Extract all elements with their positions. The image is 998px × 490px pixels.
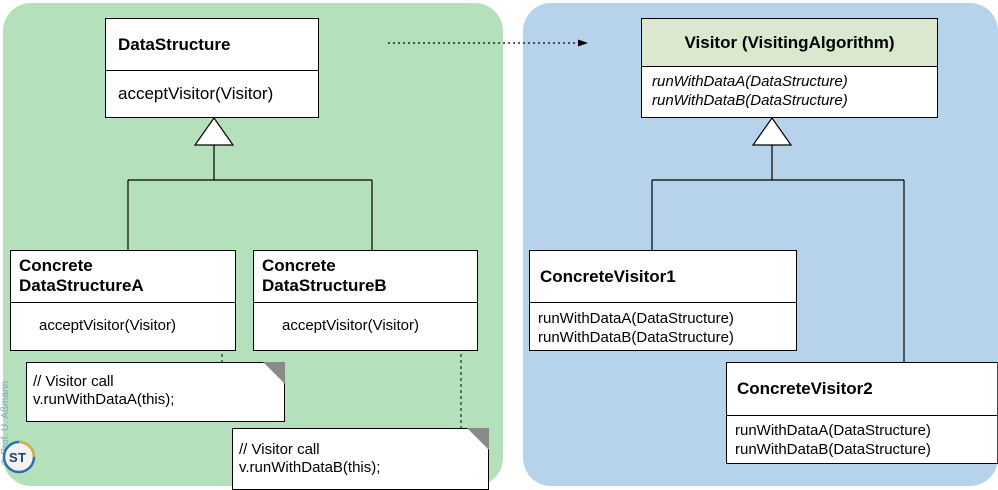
note-visitor-call-b: // Visitor call v.runWithDataB(this); [232,428,489,490]
note-fold-icon [263,362,285,384]
datastructure-method: acceptVisitor(Visitor) [118,84,274,103]
note-b-line2: v.runWithDataB(this); [239,459,381,476]
concrete-visitor1-class: ConcreteVisitor1 runWithDataA(DataStruct… [529,250,797,351]
note-b-line1: // Visitor call [239,441,320,458]
visitor-method-b: runWithDataB(DataStructure) [652,92,848,109]
concrete-datastructure-b-class: Concrete DataStructureB acceptVisitor(Vi… [253,250,478,351]
concrete-visitor2-method-b: runWithDataB(DataStructure) [735,441,931,458]
concrete-datastructure-a-class: Concrete DataStructureA acceptVisitor(Vi… [10,250,236,351]
concrete-visitor2-title: ConcreteVisitor2 [737,379,873,398]
university-logo-icon: S T [2,440,36,474]
visitor-class: Visitor (VisitingAlgorithm) runWithDataA… [641,18,938,118]
concrete-a-method: acceptVisitor(Visitor) [39,317,176,334]
visitor-method-a: runWithDataA(DataStructure) [652,73,848,90]
concrete-visitor1-title: ConcreteVisitor1 [540,266,676,286]
datastructure-class: DataStructure acceptVisitor(Visitor) [105,18,319,118]
datastructure-title: DataStructure [118,34,231,54]
concrete-b-title-line1: Concrete [262,256,336,275]
concrete-a-title-line1: Concrete [19,256,93,275]
concrete-visitor1-method-a: runWithDataA(DataStructure) [538,310,734,327]
concrete-visitor2-method-a: runWithDataA(DataStructure) [735,422,931,439]
svg-text:S: S [9,450,18,465]
concrete-visitor2-class: ConcreteVisitor2 runWithDataA(DataStruct… [726,362,998,464]
note-fold-icon [467,428,489,450]
concrete-a-title-line2: DataStructureA [19,276,144,295]
concrete-visitor1-method-b: runWithDataB(DataStructure) [538,329,734,346]
svg-text:T: T [18,450,26,465]
concrete-b-title-line2: DataStructureB [262,276,387,295]
note-visitor-call-a: // Visitor call v.runWithDataA(this); [26,362,285,422]
visitor-title: Visitor (VisitingAlgorithm) [684,32,895,52]
note-a-line1: // Visitor call [33,373,114,390]
note-a-line2: v.runWithDataA(this); [33,391,175,408]
concrete-b-method: acceptVisitor(Visitor) [282,317,419,334]
